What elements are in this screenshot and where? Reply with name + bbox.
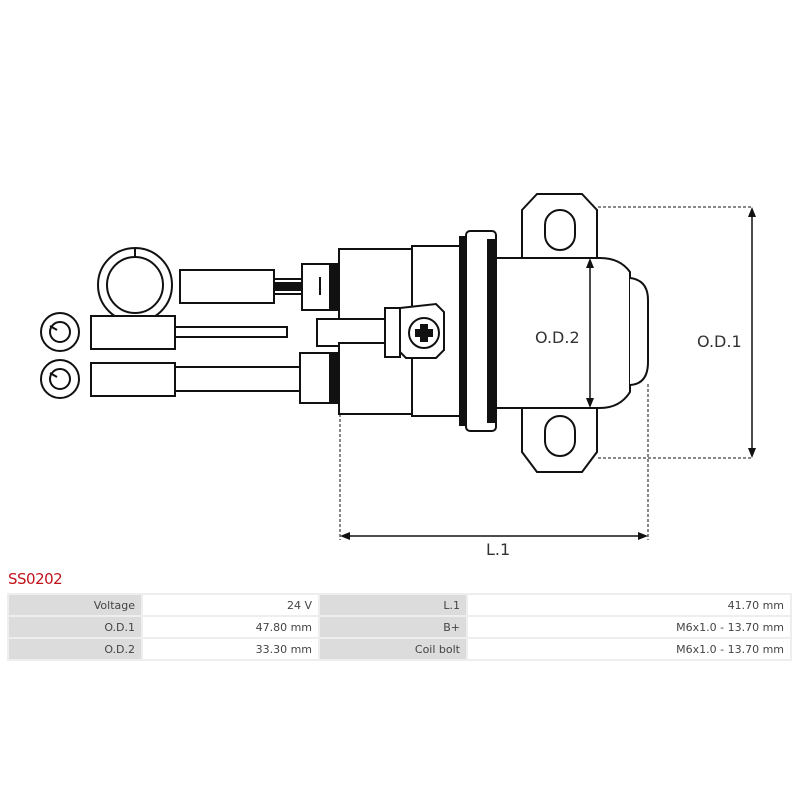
spec-label: B+ (320, 617, 466, 637)
spec-value: 47.80 mm (143, 617, 318, 637)
od2-label: O.D.2 (535, 328, 580, 347)
ring-terminal-large (97, 247, 340, 323)
part-code: SS0202 (8, 570, 63, 588)
spec-value: 41.70 mm (468, 595, 790, 615)
ring-terminal-small-1 (40, 312, 386, 352)
solenoid-diagram: O.D.2 O.D.1 L.1 (40, 193, 756, 559)
table-row: O.D.2 33.30 mm Coil bolt M6x1.0 - 13.70 … (9, 639, 790, 659)
spec-label: O.D.1 (9, 617, 141, 637)
spec-label: Voltage (9, 595, 141, 615)
spec-table: Voltage 24 V L.1 41.70 mm O.D.1 47.80 mm… (7, 593, 792, 661)
spec-value: 33.30 mm (143, 639, 318, 659)
spec-label: Coil bolt (320, 639, 466, 659)
spec-label: O.D.2 (9, 639, 141, 659)
od1-label: O.D.1 (697, 332, 742, 351)
spec-value: M6x1.0 - 13.70 mm (468, 617, 790, 637)
table-row: Voltage 24 V L.1 41.70 mm (9, 595, 790, 615)
spec-label: L.1 (320, 595, 466, 615)
spec-value: M6x1.0 - 13.70 mm (468, 639, 790, 659)
spec-value: 24 V (143, 595, 318, 615)
l1-label: L.1 (486, 540, 510, 559)
table-row: O.D.1 47.80 mm B+ M6x1.0 - 13.70 mm (9, 617, 790, 637)
ring-terminal-small-2 (40, 352, 340, 404)
